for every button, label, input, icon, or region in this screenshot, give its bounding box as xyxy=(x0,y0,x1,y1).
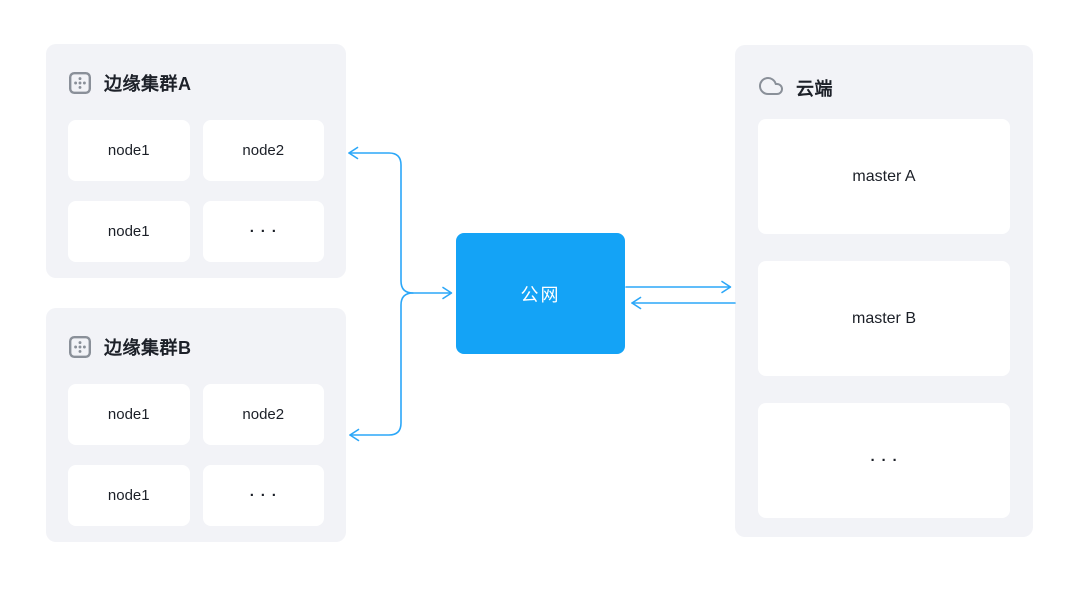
master-card: master B xyxy=(758,261,1010,376)
cluster-grid-icon xyxy=(69,336,92,359)
edge-cluster-b-title: 边缘集群B xyxy=(104,338,192,358)
arrow-network-to-cluster-a xyxy=(348,152,452,294)
cloud-icon xyxy=(759,77,783,95)
public-network-box: 公网 xyxy=(456,233,625,354)
node-card: node2 xyxy=(202,384,324,445)
edge-cluster-a-title: 边缘集群A xyxy=(104,74,192,94)
cloud-header: 云端 xyxy=(758,75,1010,101)
node-card: node1 xyxy=(68,201,190,262)
master-card: master A xyxy=(758,119,1010,234)
node-card-ellipsis: ··· xyxy=(202,201,324,262)
edge-cluster-a-node-grid: node1 node2 node1 ··· xyxy=(68,120,324,262)
master-card-ellipsis: ··· xyxy=(758,403,1010,518)
node-card-ellipsis: ··· xyxy=(202,465,324,526)
edge-cluster-a-panel: 边缘集群A node1 node2 node1 ··· xyxy=(46,44,346,278)
cloud-master-list: master A master B ··· xyxy=(758,119,1010,518)
edge-cluster-b-panel: 边缘集群B node1 node2 node1 ··· xyxy=(46,308,346,542)
cluster-grid-icon xyxy=(69,72,92,95)
arrowhead-into-network-right xyxy=(631,296,642,310)
cloud-title: 云端 xyxy=(796,79,833,99)
arrowhead-into-cluster-b xyxy=(349,428,360,442)
node-card: node1 xyxy=(68,465,190,526)
arrowhead-into-cloud xyxy=(721,280,732,294)
edge-cluster-a-header: 边缘集群A xyxy=(68,70,324,96)
node-card: node1 xyxy=(68,384,190,445)
node-card: node1 xyxy=(68,120,190,181)
node-card: node2 xyxy=(202,120,324,181)
arrow-network-to-cluster-b xyxy=(349,292,414,436)
edge-cluster-b-node-grid: node1 node2 node1 ··· xyxy=(68,384,324,526)
arrowhead-into-network-left xyxy=(442,286,453,300)
cloud-panel: 云端 master A master B ··· xyxy=(735,45,1033,537)
arrowhead-into-cluster-a xyxy=(348,146,359,160)
edge-cluster-b-header: 边缘集群B xyxy=(68,334,324,360)
